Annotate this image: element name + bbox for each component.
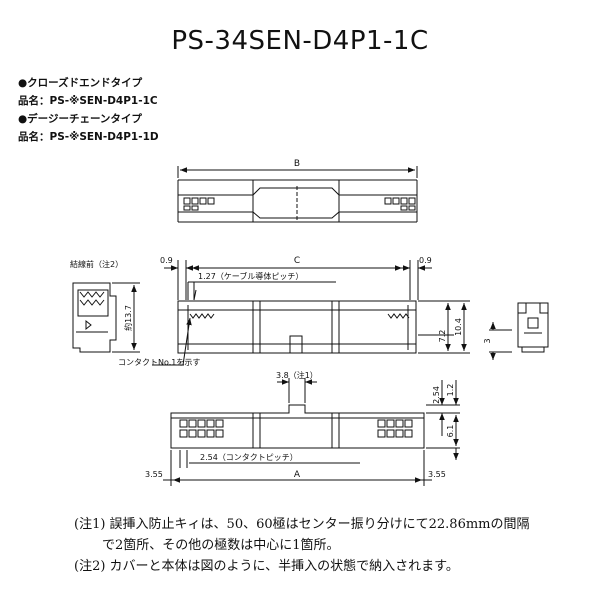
dim-cable-pitch-label: 1.27（ケーブル導体ピッチ） — [198, 271, 303, 281]
top-view-contacts-right — [384, 197, 416, 211]
dim-c-label: C — [294, 256, 300, 266]
dim-a-label: A — [294, 470, 301, 480]
dim-7-2-label: 7.2 — [438, 330, 447, 343]
notes: (注1) 誤挿入防止キィは、50、60極はセンター振り分けにて22.86mmの間… — [74, 514, 530, 577]
dim-height-side-label: 約13.7 — [123, 305, 133, 331]
type-legend: ●クローズドエンドタイプ 品名：PS-※SEN-D4P1-1C ●デージーチェー… — [18, 74, 159, 146]
bottom-view-contacts-left — [179, 419, 224, 438]
dim-6-1-label: 6.1 — [446, 425, 455, 438]
daisy-chain-heading: ●デージーチェーンタイプ — [18, 113, 142, 125]
note-1-line-1: (注1) 誤挿入防止キィは、50、60極はセンター振り分けにて22.86mmの間… — [74, 517, 530, 532]
dim-3-label: 3 — [483, 338, 492, 343]
closed-end-part-number: 品名：PS-※SEN-D4P1-1C — [18, 95, 158, 107]
dim-b-label: B — [294, 159, 300, 169]
top-view — [177, 166, 418, 223]
closed-end-heading: ●クローズドエンドタイプ — [18, 77, 143, 89]
bottom-view — [163, 378, 460, 486]
side-view-right — [489, 302, 549, 360]
side-view-prewiring — [72, 282, 140, 353]
bottom-view-contacts-right — [377, 419, 413, 438]
dim-gap-left-label: 0.9 — [160, 256, 173, 265]
dim-gap-right-label: 0.9 — [419, 256, 432, 265]
dim-contact-pitch-label: 2.54（コンタクトピッチ） — [200, 453, 298, 462]
front-view — [152, 260, 470, 366]
note-2: (注2) カバーと本体は図のように、半挿入の状態で納入されます。 — [74, 559, 459, 574]
dim-edge-left-label: 3.55 — [145, 470, 163, 479]
pre-wiring-label: 結線前（注2） — [70, 259, 123, 269]
page-title: PS-34SEN-D4P1-1C — [171, 26, 429, 56]
dim-edge-right-label: 3.55 — [428, 470, 446, 479]
dim-2-54-label: 2.54 — [432, 386, 441, 404]
top-view-contacts-left — [183, 197, 215, 211]
dim-1-2-label: 1.2 — [446, 384, 455, 397]
daisy-chain-part-number: 品名：PS-※SEN-D4P1-1D — [18, 131, 159, 143]
note-1-line-2: で2箇所、その他の極数は中心に1箇所。 — [102, 538, 340, 553]
dim-key-width-label: 3.8（注1） — [276, 370, 318, 380]
dim-10-4-label: 10.4 — [454, 318, 463, 336]
contact-no1-label: コンタクトNo.1を示す — [118, 358, 200, 367]
